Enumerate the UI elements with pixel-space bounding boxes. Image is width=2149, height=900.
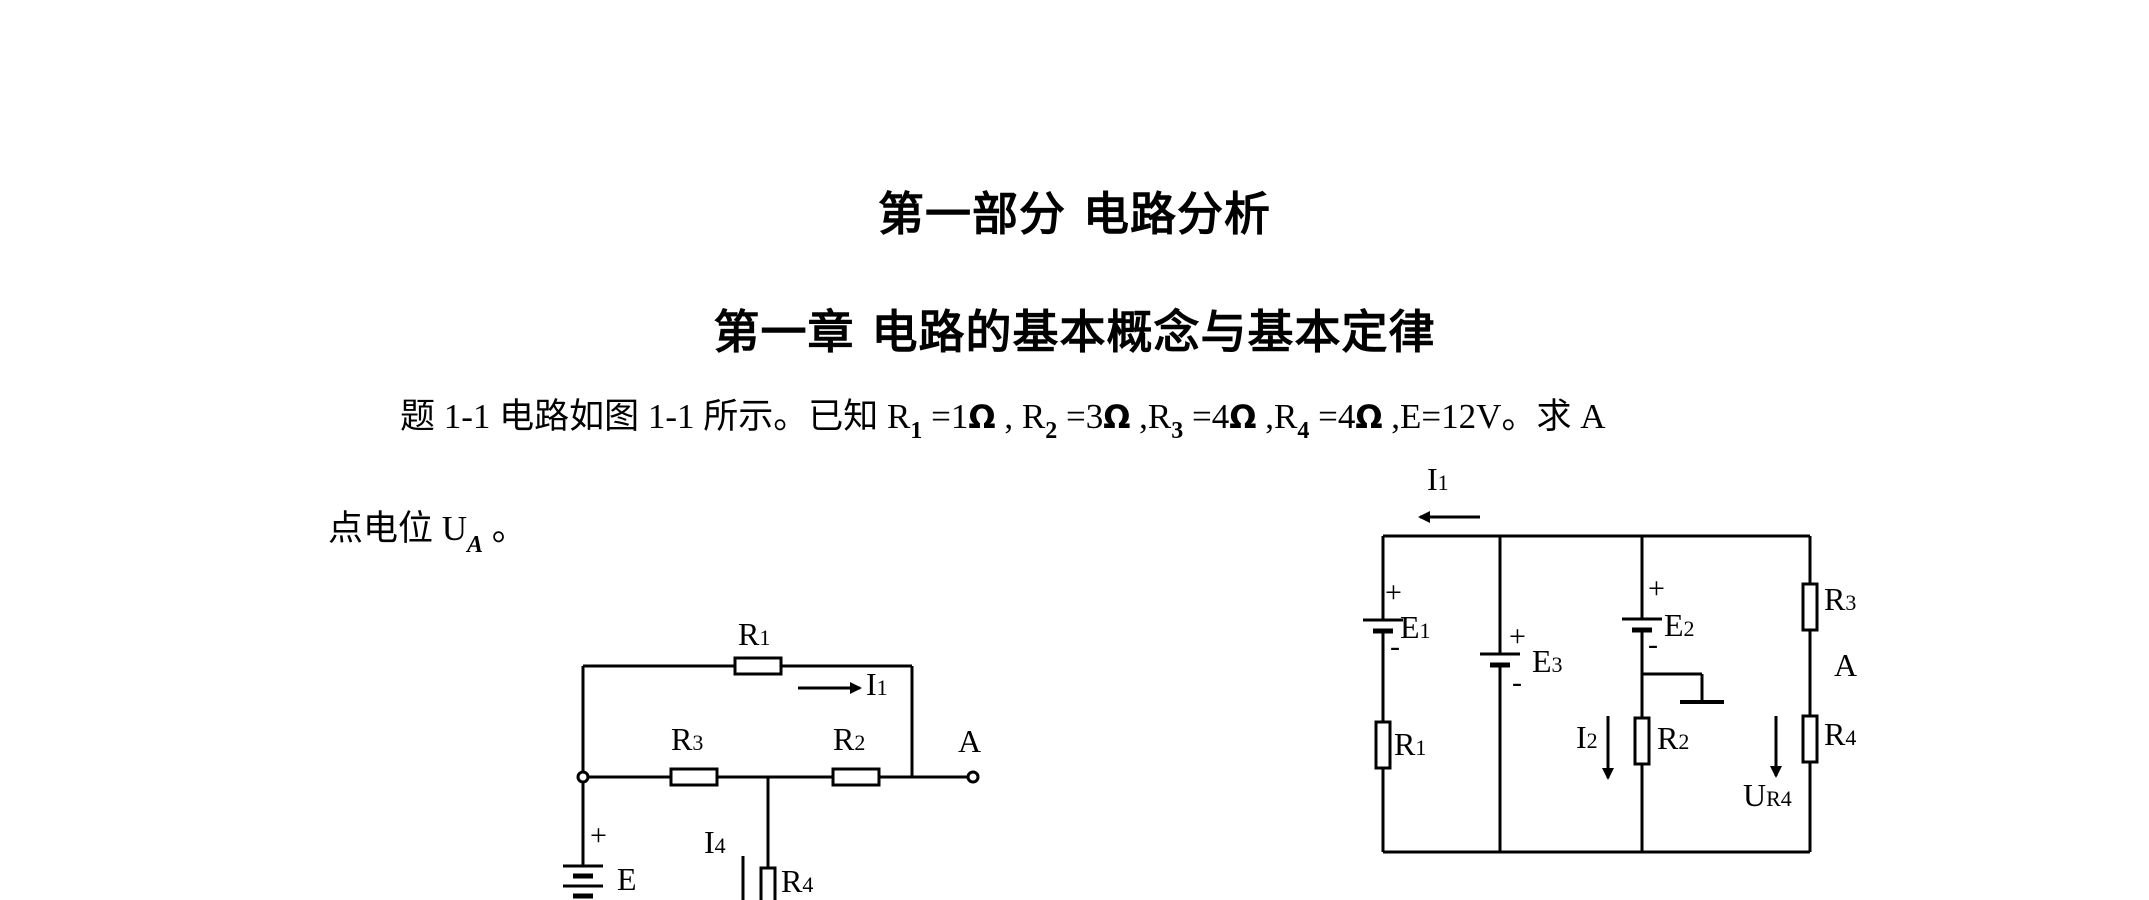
resistor-r4 — [759, 866, 777, 900]
ua-subscript: A — [467, 532, 484, 558]
r3-subscript: 3 — [1171, 418, 1184, 444]
label-r3-right: R3 — [1824, 581, 1856, 617]
ohm-symbol: Ω — [968, 398, 996, 436]
ohm-symbol: Ω — [1229, 398, 1257, 436]
problem-line-2: 点电位 UA 。 — [328, 500, 527, 558]
r3-prefix: ,R — [1130, 397, 1172, 436]
problem-line2-end: 。 — [483, 509, 527, 548]
r2-value: =3 — [1057, 397, 1104, 436]
resistor-r3 — [669, 767, 719, 787]
label-i4: I4 — [704, 824, 726, 860]
label-r4-right: R4 — [1824, 716, 1856, 752]
r2-prefix: , R — [995, 397, 1046, 436]
r2-subscript: 2 — [1045, 418, 1058, 444]
label-plus-e1: + — [1385, 576, 1402, 609]
label-i2: I2 — [1576, 719, 1598, 755]
label-plus-e3: + — [1509, 620, 1526, 653]
figure-left-circuit — [563, 656, 980, 900]
label-minus-e1: - — [1390, 630, 1400, 663]
figure-left-labels: R1 I1 R3 R2 A + E I4 R4 — [590, 616, 981, 899]
problem-intro: 题 1-1 电路如图 1-1 所示。已知 R — [400, 397, 911, 436]
figure-right-labels: I1 + E1 - R1 + E3 - + E2 - R3 A I2 R2 R4… — [1385, 461, 1857, 813]
node-a — [966, 770, 980, 784]
label-r4: R4 — [781, 863, 813, 899]
label-e3: E3 — [1532, 643, 1563, 679]
label-i1: I1 — [866, 666, 888, 702]
problem-line-1: 题 1-1 电路如图 1-1 所示。已知 R1 =1Ω , R2 =3Ω ,R3… — [400, 388, 1606, 444]
label-minus-e3: - — [1512, 666, 1522, 699]
resistor-r2 — [831, 767, 881, 787]
label-node-a-right: A — [1834, 647, 1857, 683]
chapter-title: 第一章 电路的基本概念与基本定律 — [713, 305, 1436, 359]
label-r1: R1 — [738, 616, 770, 652]
node-left — [576, 770, 590, 784]
label-e2: E2 — [1664, 607, 1695, 643]
label-ur4: UR4 — [1743, 777, 1792, 813]
r4-subscript: 4 — [1297, 418, 1310, 444]
label-e: E — [617, 861, 637, 897]
problem-line2-text: 点电位 U — [328, 509, 468, 548]
ohm-symbol: Ω — [1103, 398, 1131, 436]
label-r2-right: R2 — [1657, 720, 1689, 756]
r1-value: =1 — [922, 397, 969, 436]
label-r2: R2 — [833, 721, 865, 757]
r1-subscript: 1 — [910, 418, 923, 444]
label-node-a: A — [958, 723, 981, 759]
r4-prefix: ,R — [1256, 397, 1298, 436]
resistor-r1-right — [1374, 720, 1392, 770]
label-r1-right: R1 — [1394, 726, 1426, 762]
part-title: 第一部分 电路分析 — [877, 187, 1271, 241]
resistor-r1 — [733, 656, 783, 676]
label-plus-e2: + — [1648, 572, 1665, 605]
label-r3: R3 — [671, 721, 703, 757]
problem-tail: ,E=12V。求 A — [1382, 397, 1606, 436]
label-i1-right: I1 — [1427, 461, 1449, 497]
resistor-r4-right — [1801, 714, 1819, 764]
r3-value: =4 — [1183, 397, 1230, 436]
r4-value: =4 — [1309, 397, 1356, 436]
label-e1: E1 — [1400, 609, 1431, 645]
resistor-r2-right — [1633, 716, 1651, 766]
ohm-symbol: Ω — [1355, 398, 1383, 436]
figure-right-circuit — [1363, 511, 1819, 854]
resistor-r3-right — [1801, 582, 1819, 632]
label-minus-e2: - — [1648, 628, 1658, 661]
label-plus: + — [590, 819, 607, 852]
